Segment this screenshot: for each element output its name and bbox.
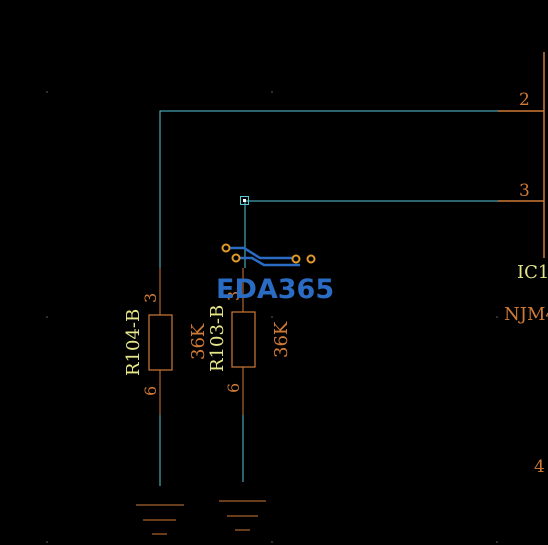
ground-symbol-right[interactable] xyxy=(219,500,266,531)
ic1-pin-label: 4 xyxy=(534,457,545,477)
grid-dots xyxy=(46,91,498,543)
ic1-designator[interactable]: IC1 xyxy=(517,262,548,283)
net-wire-pin2[interactable] xyxy=(159,110,498,268)
r104-pin-bottom-number: 6 xyxy=(141,386,160,396)
r104-designator[interactable]: R104-B xyxy=(123,309,144,376)
resistor-r103-b[interactable] xyxy=(231,268,256,415)
r103-designator[interactable]: R103-B xyxy=(207,305,228,372)
watermark-text: EDA365 xyxy=(216,274,334,305)
r104-value[interactable]: 36K xyxy=(188,323,209,360)
ic1-pin-2-number: 2 xyxy=(519,90,530,110)
r103-value[interactable]: 36K xyxy=(271,321,292,358)
eda365-logo-icon xyxy=(221,243,316,267)
r104-pin-top-number: 3 xyxy=(141,293,160,303)
ground-symbol-left[interactable] xyxy=(136,504,184,535)
wire-junction-handle[interactable] xyxy=(240,196,249,205)
resistor-r104-b[interactable] xyxy=(148,268,173,415)
ic1-pin-3-number: 3 xyxy=(519,181,530,201)
r103-pin-top-number: 3 xyxy=(224,291,243,301)
r103-pin-bottom-number: 6 xyxy=(224,383,243,393)
